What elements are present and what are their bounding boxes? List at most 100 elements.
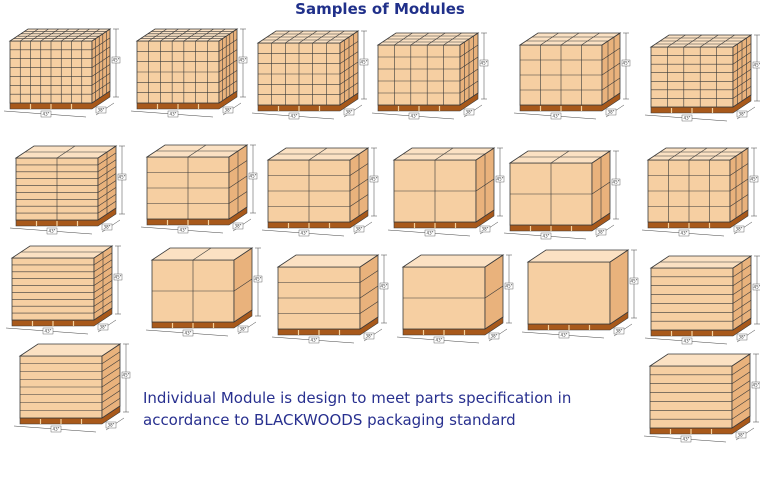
depth-label-box: [363, 332, 375, 340]
height-label-box: [751, 381, 760, 389]
height-dimension-label: 45": [497, 177, 504, 182]
depth-dimension-label: 38": [482, 227, 489, 232]
width-label-box: [681, 337, 693, 345]
carton-edge: [101, 382, 121, 395]
pallet-module: 45"43"38": [261, 147, 379, 237]
carton-edge: [20, 28, 39, 42]
carton-edge: [560, 32, 580, 46]
width-label-box: [550, 112, 562, 120]
pallet-module: 45"43"38": [5, 245, 123, 335]
width-dimension-label: 43": [311, 338, 318, 343]
depth-dimension-label: 38": [616, 329, 623, 334]
width-dimension-label: 43": [43, 112, 50, 117]
pallet-module: 45"43"38": [130, 28, 248, 118]
carton-edge: [729, 163, 749, 176]
box-side-face: [609, 249, 629, 325]
pallet-module: 45"43"38": [521, 249, 639, 339]
carton-edge: [731, 380, 751, 393]
height-label-box: [752, 283, 760, 291]
pallet-module: 45"43"38": [371, 32, 489, 120]
height-label-box: [479, 59, 489, 67]
carton-edge: [218, 70, 238, 83]
carton-edge: [101, 351, 121, 364]
carton-edge: [192, 247, 212, 261]
height-label-box: [121, 371, 131, 379]
carton-edge: [71, 28, 90, 42]
carton-edge: [61, 28, 80, 42]
carton-edge: [207, 28, 226, 42]
pallet-module: 45"43"38": [13, 343, 131, 433]
carton-edge: [729, 178, 749, 192]
pallet-module: 45" 43" 38": [641, 147, 759, 237]
width-dimension-label: 43": [684, 339, 691, 344]
width-label-box: [408, 112, 420, 120]
depth-dimension-label: 38": [366, 334, 373, 339]
depth-label-box: [353, 225, 365, 233]
height-dimension-label: 45": [754, 63, 760, 68]
carton-edge: [688, 147, 708, 161]
carton-edge: [50, 28, 70, 42]
carton-edge: [101, 398, 121, 411]
width-dimension-label: 43": [681, 231, 688, 236]
width-dimension-label: 43": [301, 231, 308, 236]
width-label-box: [50, 425, 62, 433]
depth-dimension-label: 38": [608, 110, 615, 115]
width-dimension-label: 43": [683, 437, 690, 442]
box-front-face: [650, 267, 734, 331]
carton-edge: [731, 371, 751, 384]
pallet-module: 45"43"38": [140, 144, 258, 234]
box-top-face: [401, 254, 505, 268]
page-title: Samples of Modules: [295, 0, 465, 18]
height-dimension-label: 45": [751, 177, 758, 182]
width-label-box: [680, 435, 692, 443]
width-dimension-label: 43": [553, 114, 560, 119]
box-front-face: [377, 44, 461, 106]
carton-edge: [101, 359, 121, 372]
height-label-box: [629, 277, 639, 285]
caption-line-1: Individual Module is design to meet part…: [143, 389, 572, 407]
depth-dimension-label: 38": [100, 325, 107, 330]
pallet-module: 45"43"38": [9, 145, 127, 235]
box-top-face: [648, 353, 752, 367]
height-label-box: [369, 175, 379, 183]
height-dimension-label: 45": [623, 61, 630, 66]
width-dimension-label: 43": [561, 333, 568, 338]
height-dimension-label: 45": [119, 175, 126, 180]
carton-edge: [359, 301, 379, 314]
carton-edge: [218, 49, 238, 62]
height-dimension-label: 45": [113, 58, 120, 63]
carton-edge: [101, 367, 121, 380]
width-label-box: [558, 331, 570, 339]
pallet-module: 45"43"38": [251, 30, 369, 120]
width-dimension-label: 43": [291, 114, 298, 119]
carton-edge: [233, 278, 253, 292]
height-label-box: [495, 175, 505, 183]
height-dimension-label: 45": [754, 285, 760, 290]
depth-dimension-label: 38": [736, 227, 743, 232]
carton-edge: [729, 194, 749, 207]
carton-edge: [91, 73, 111, 86]
height-label-box: [379, 282, 389, 290]
pallet-module: 45"43"38": [644, 34, 760, 122]
box-front-face: [527, 261, 611, 325]
depth-label-box: [595, 228, 607, 236]
depth-dimension-label: 38": [108, 423, 115, 428]
depth-label-box: [736, 333, 748, 341]
depth-dimension-label: 38": [598, 230, 605, 235]
carton-edge: [30, 28, 49, 42]
depth-label-box: [105, 421, 117, 429]
carton-edge: [581, 32, 600, 46]
depth-label-box: [479, 225, 491, 233]
pallet-module: 45"43"38": [145, 247, 263, 337]
module-caption: Individual Module is design to meet part…: [143, 387, 623, 431]
depth-label-box: [605, 108, 617, 116]
width-dimension-label: 43": [49, 229, 56, 234]
pallet-module: 45"43"38": [643, 353, 760, 443]
carton-edge: [148, 28, 167, 42]
width-label-box: [177, 226, 189, 234]
depth-dimension-label: 38": [240, 327, 247, 332]
width-dimension-label: 43": [170, 112, 177, 117]
carton-edge: [91, 81, 111, 95]
depth-dimension-label: 38": [225, 108, 232, 113]
